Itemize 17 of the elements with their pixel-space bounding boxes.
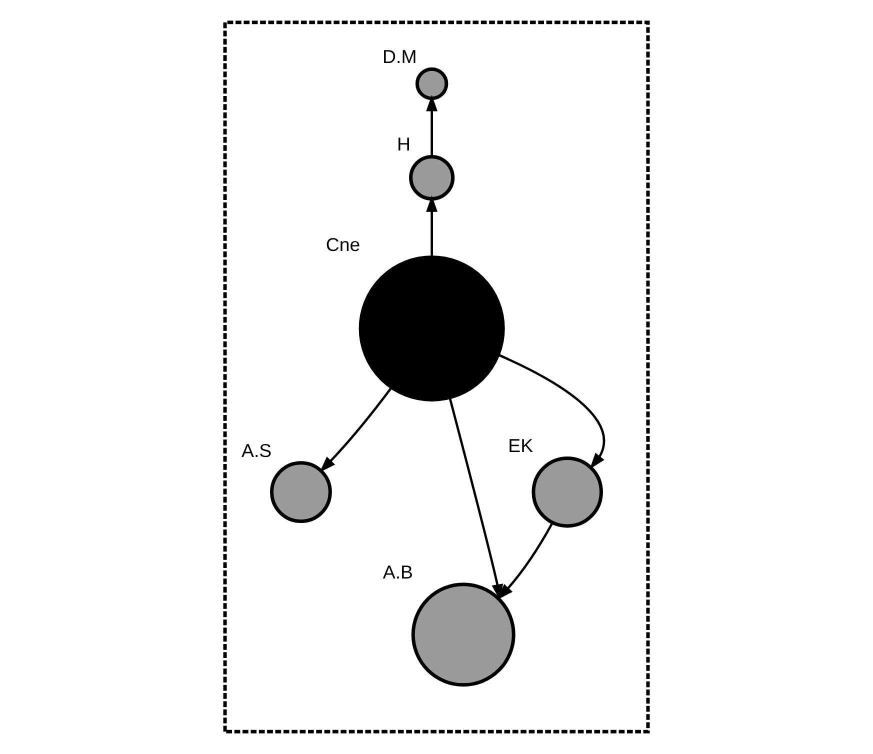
node-label: Cne <box>326 234 360 256</box>
node-circle <box>358 255 505 402</box>
arrow <box>320 386 392 472</box>
arrow <box>426 94 438 157</box>
cluster <box>223 20 650 734</box>
node-label: A.B <box>382 561 414 582</box>
node-label: A.S <box>242 440 272 461</box>
arrow <box>426 195 438 258</box>
node-label: D.M <box>382 46 417 68</box>
node-circle <box>415 67 448 100</box>
node-circle <box>532 456 603 528</box>
arrow <box>498 354 605 470</box>
node-label: H <box>397 134 411 155</box>
node-circle <box>270 461 332 524</box>
node-circle <box>409 155 455 201</box>
node-label: EK <box>508 435 534 456</box>
arrow <box>448 397 504 601</box>
